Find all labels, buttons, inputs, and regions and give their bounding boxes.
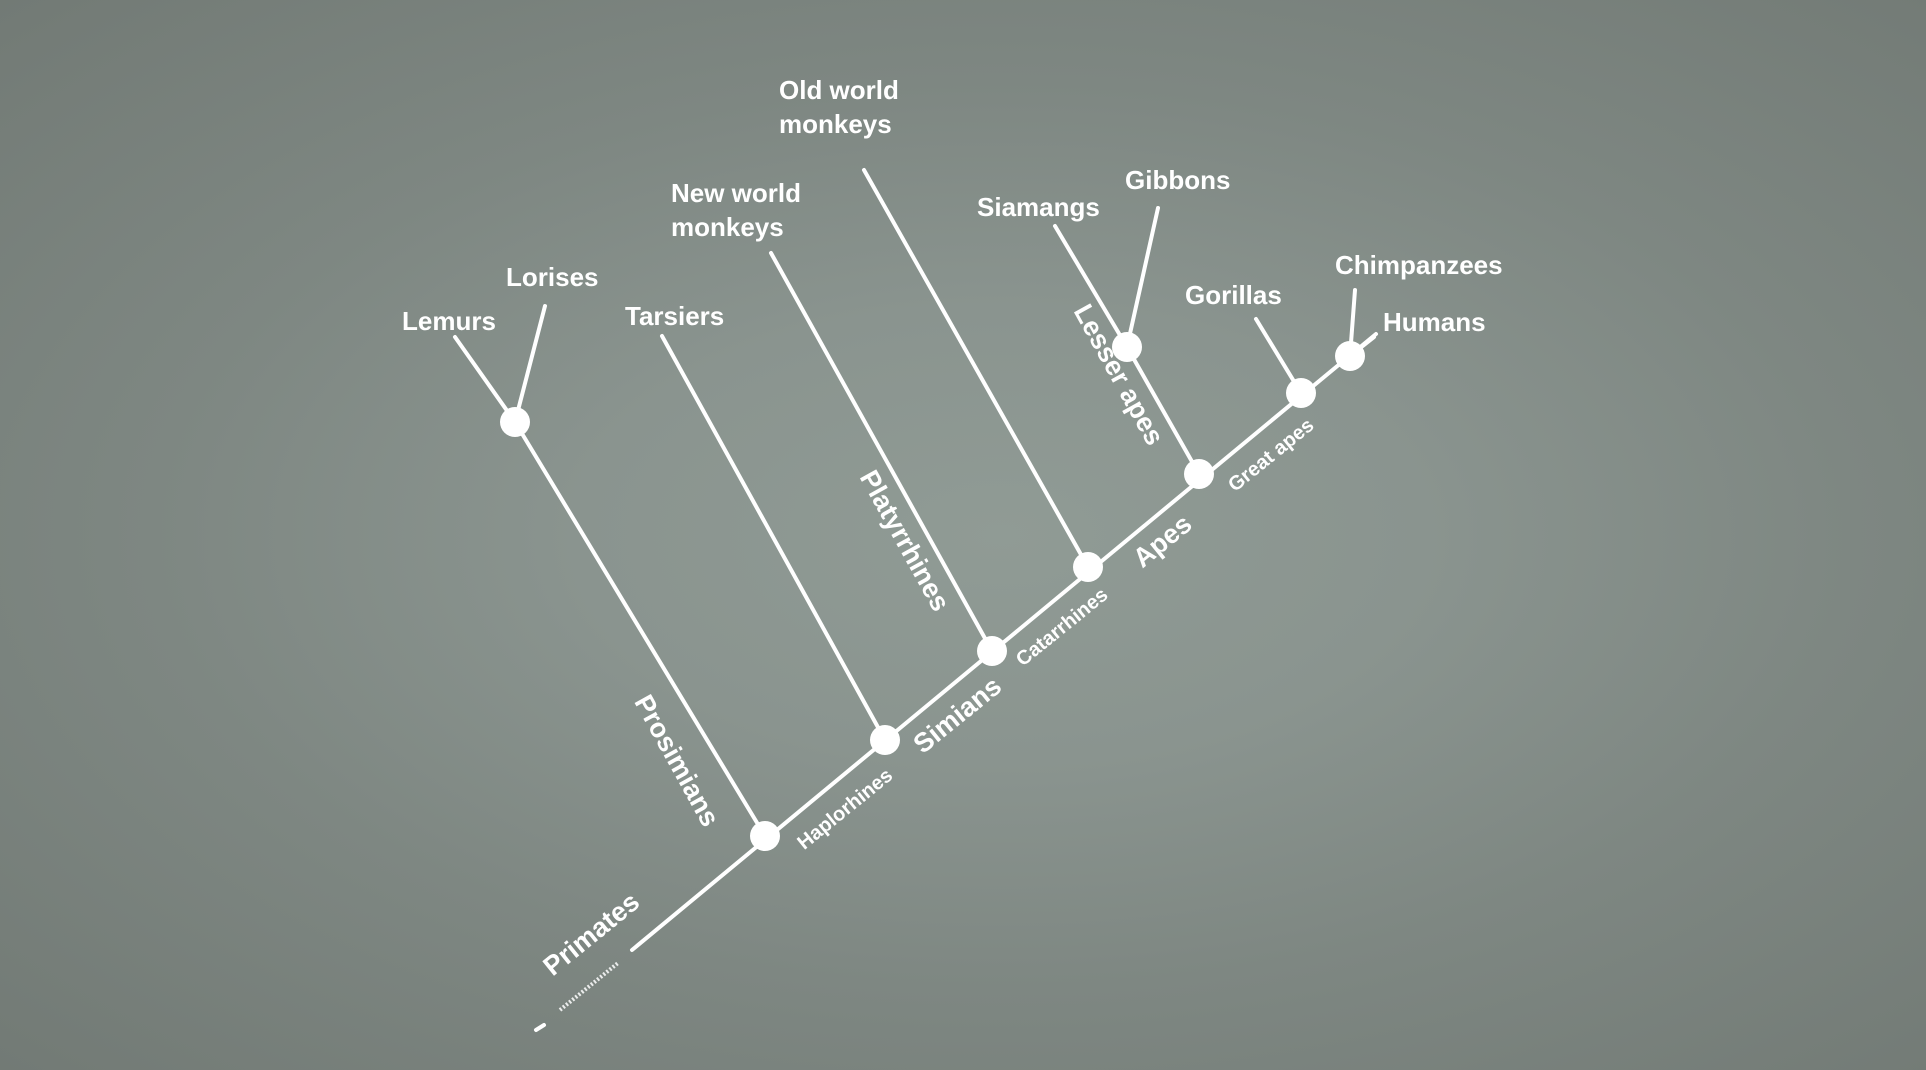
node-great-apes xyxy=(1286,378,1316,408)
lesser-apes-branch xyxy=(1125,345,1201,476)
node-hylobatidae xyxy=(1112,332,1142,362)
label-lorises: Lorises xyxy=(506,262,599,292)
root-dotted-segment xyxy=(558,961,620,1012)
label-siamangs: Siamangs xyxy=(977,192,1100,222)
label-tarsiers: Tarsiers xyxy=(625,301,724,331)
lorises-branch xyxy=(513,304,547,424)
label-gibbons: Gibbons xyxy=(1125,165,1230,195)
label-gorillas: Gorillas xyxy=(1185,280,1282,310)
label-apes: Apes xyxy=(1127,509,1197,574)
node-strepsirrhines xyxy=(500,407,530,437)
label-great-apes: Great apes xyxy=(1224,414,1318,496)
node-primates xyxy=(750,821,780,851)
label-haplorhines: Haplorhines xyxy=(793,764,897,854)
tarsiers-branch xyxy=(660,334,887,742)
node-haplorhines xyxy=(870,725,900,755)
node-simians xyxy=(977,636,1007,666)
new-world-monkeys-branch xyxy=(769,251,994,653)
label-humans: Humans xyxy=(1383,307,1486,337)
node-apes xyxy=(1184,459,1214,489)
lemurs-branch xyxy=(453,335,517,424)
label-prosimians: Prosimians xyxy=(628,690,725,832)
root-dashes xyxy=(534,961,620,1032)
old-world-monkeys-branch xyxy=(862,168,1090,569)
label-platyrrhines: Platyrrhines xyxy=(854,465,956,616)
gibbons-branch xyxy=(1125,206,1160,349)
label-primates: Primates xyxy=(538,886,646,981)
label-catarrhines: Catarrhines xyxy=(1012,584,1112,671)
label-simians: Simians xyxy=(908,671,1007,759)
prosimians-branch xyxy=(513,420,767,838)
siamangs-branch xyxy=(1053,224,1129,349)
label-lesser-apes: Lesser apes xyxy=(1068,299,1170,450)
label-chimpanzees: Chimpanzees xyxy=(1335,250,1503,280)
node-homininae xyxy=(1335,341,1365,371)
label-old-world-monkeys: Old world monkeys xyxy=(779,75,906,139)
label-lemurs: Lemurs xyxy=(402,306,496,336)
node-catarrhines xyxy=(1073,552,1103,582)
label-new-world-monkeys: New world monkeys xyxy=(671,178,808,242)
